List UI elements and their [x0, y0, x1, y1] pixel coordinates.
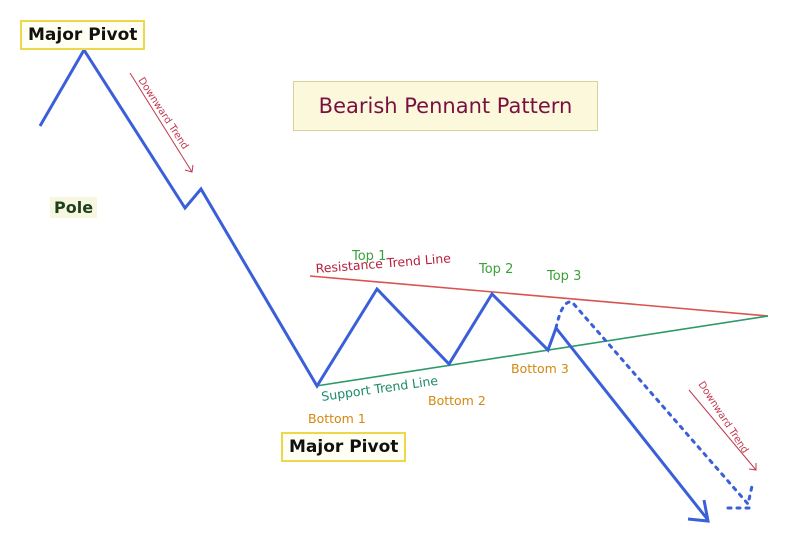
bottom2-label: Bottom 2	[428, 393, 486, 408]
top2-label: Top 2	[478, 262, 513, 277]
resistance-trend-line	[309, 275, 769, 317]
major-pivot-top-label: Major Pivot	[20, 20, 146, 50]
pole-label: Pole	[50, 197, 98, 218]
support-label: Support Trend Line	[320, 373, 439, 404]
downward-trend-note-left: Downward Trend	[129, 72, 194, 173]
dotted-projection-path	[554, 300, 754, 508]
major-pivot-bottom-label: Major Pivot	[281, 432, 407, 462]
breakdown-arrowhead	[687, 499, 710, 523]
downward-trend-left-arrow	[129, 72, 193, 173]
downward-trend-left-text: Downward Trend	[135, 76, 190, 152]
diagram-title: Bearish Pennant Pattern	[293, 81, 598, 131]
bottom1-label: Bottom 1	[308, 411, 366, 426]
top3-label: Top 3	[546, 269, 581, 284]
support-trend-line	[315, 315, 769, 387]
downward-trend-right-text: Downward Trend	[695, 380, 750, 456]
price-path	[38, 47, 710, 521]
downward-trend-right-arrow	[688, 389, 757, 471]
bottom3-label: Bottom 3	[511, 361, 569, 376]
top1-label: Top 1	[351, 249, 386, 264]
downward-trend-right-arrowhead	[748, 463, 757, 471]
downward-trend-left-arrowhead	[184, 164, 194, 173]
downward-trend-note-right: Downward Trend	[688, 380, 757, 471]
